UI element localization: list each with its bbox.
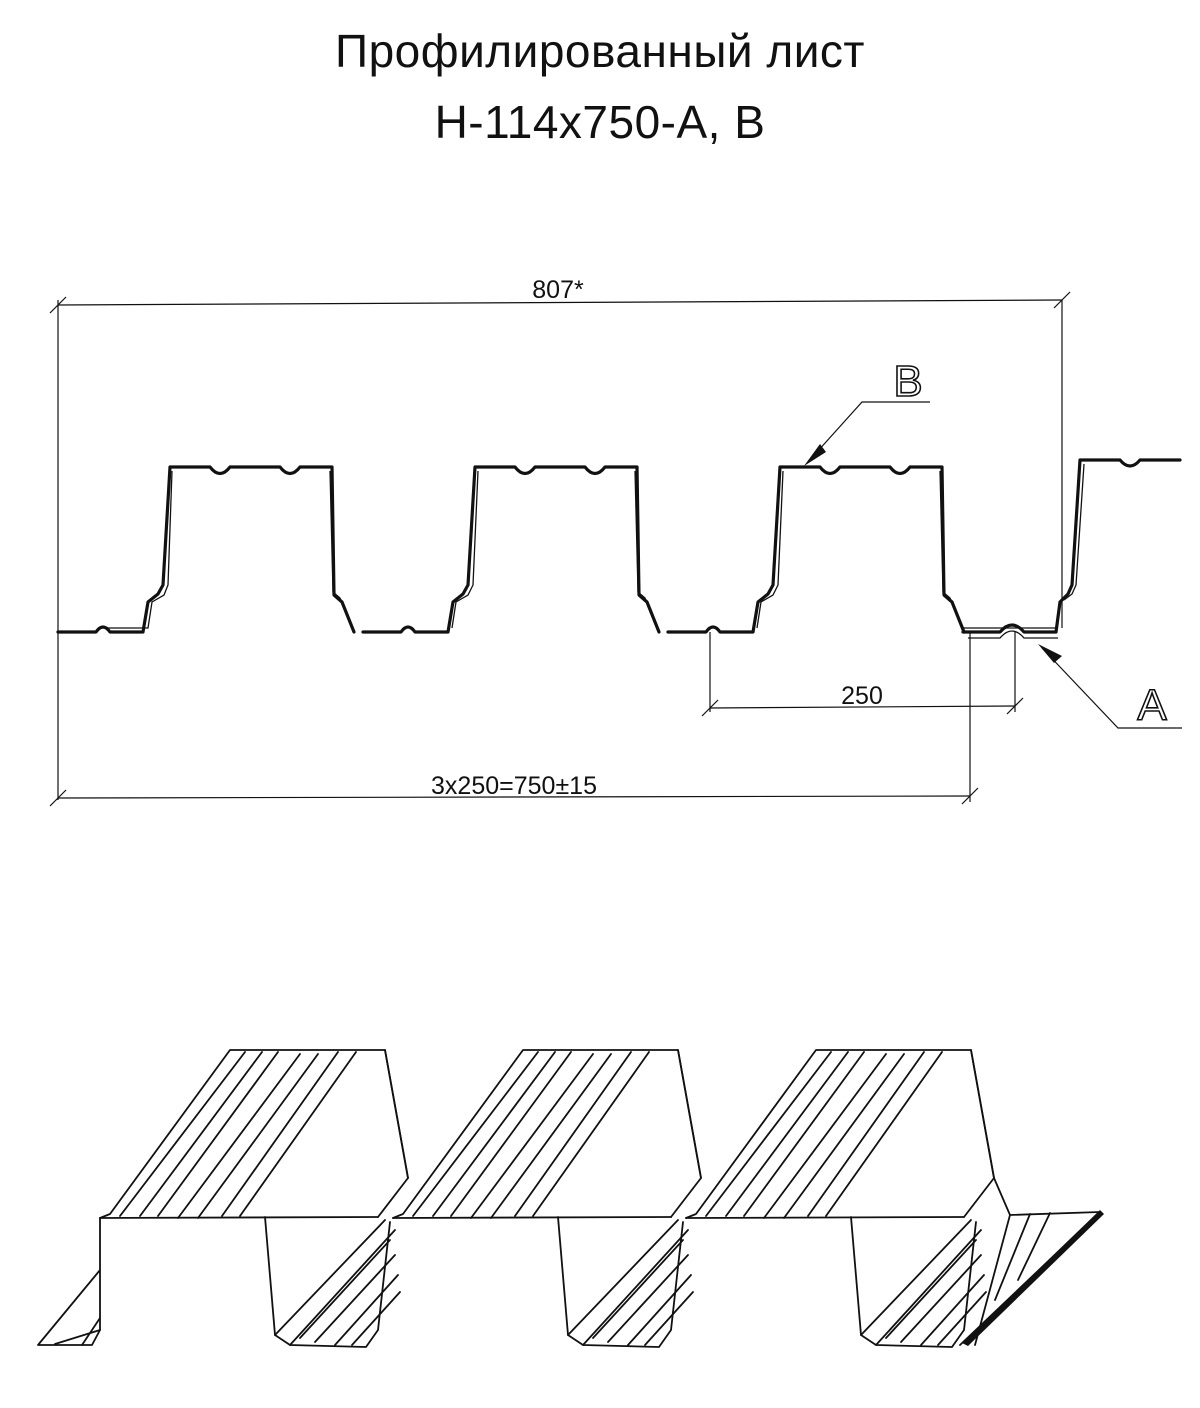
- callout-a-label: А: [1137, 681, 1167, 730]
- title-line-2: Н-114х750-А, В: [434, 96, 766, 148]
- isometric-edge-highlight: [962, 1210, 1104, 1346]
- isometric-view: [37, 1049, 1101, 1348]
- profile-section: [56, 458, 1182, 634]
- callout-arrow-top: [804, 444, 826, 466]
- pitch-dimension-label: 250: [841, 682, 883, 710]
- working-width-label: 3х250=750±15: [431, 772, 597, 800]
- dimension-lines: [49, 291, 1071, 807]
- overall-dimension-label: 807*: [532, 276, 584, 304]
- profile-inner-lines: [100, 463, 1085, 639]
- callout-leaders: [807, 401, 1182, 729]
- title-line-1: Профилированный лист: [335, 25, 865, 77]
- callout-b-label: В: [893, 357, 922, 406]
- callout-arrow-bottom: [1038, 644, 1062, 663]
